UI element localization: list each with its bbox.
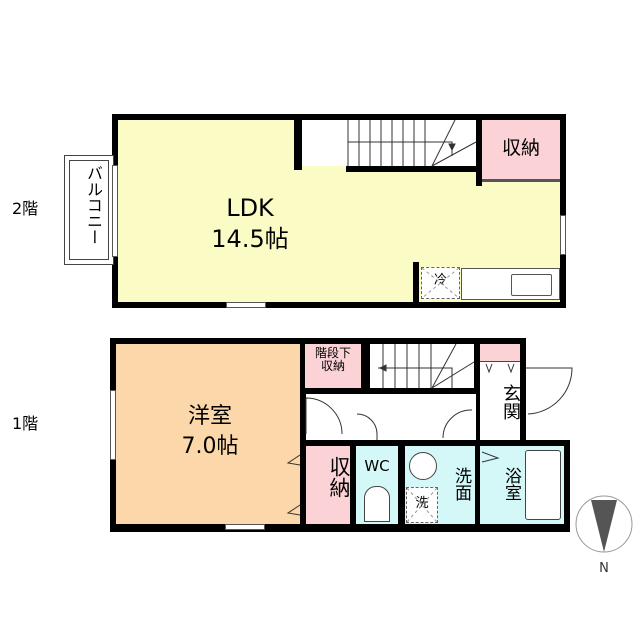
toilet bbox=[364, 486, 390, 522]
balcony-label: バルコニー bbox=[84, 165, 103, 245]
floor-label-1f: 1階 bbox=[12, 414, 39, 433]
under-stair-storage-label: 階段下 収納 bbox=[314, 346, 351, 374]
ldk-size: 14.5帖 bbox=[211, 225, 289, 253]
stairs-1f bbox=[370, 344, 474, 388]
fridge-label: 冷 bbox=[433, 273, 447, 288]
bathroom-label: 浴室 bbox=[501, 467, 521, 501]
wc-label: WC bbox=[364, 457, 390, 475]
window bbox=[110, 390, 116, 460]
washer-label: 洗 bbox=[415, 496, 429, 511]
bathtub bbox=[525, 450, 561, 520]
washroom-label: 洗面 bbox=[451, 467, 471, 501]
sink bbox=[511, 274, 552, 296]
compass-north-label: N bbox=[599, 561, 609, 576]
floor-label-2f: 2階 bbox=[12, 199, 39, 218]
entrance-label: 玄関 bbox=[500, 384, 521, 420]
ldk-name: LDK bbox=[226, 194, 274, 222]
storage-2f bbox=[482, 120, 560, 182]
window bbox=[112, 165, 118, 257]
western-room-size: 7.0帖 bbox=[181, 434, 239, 459]
compass-icon bbox=[575, 495, 633, 553]
hallway bbox=[306, 394, 476, 440]
window bbox=[560, 215, 566, 255]
balcony bbox=[64, 155, 114, 265]
western-room bbox=[116, 344, 300, 524]
storage-1f bbox=[306, 446, 350, 524]
wash-basin bbox=[409, 452, 437, 480]
under-stair-storage bbox=[305, 344, 361, 388]
storage-1f-label: 収納 bbox=[327, 456, 351, 498]
storage-2f-label: 収納 bbox=[501, 137, 540, 159]
window bbox=[225, 524, 265, 530]
kitchen-counter bbox=[461, 268, 560, 300]
window bbox=[226, 302, 266, 308]
western-room-name: 洋室 bbox=[187, 404, 232, 429]
